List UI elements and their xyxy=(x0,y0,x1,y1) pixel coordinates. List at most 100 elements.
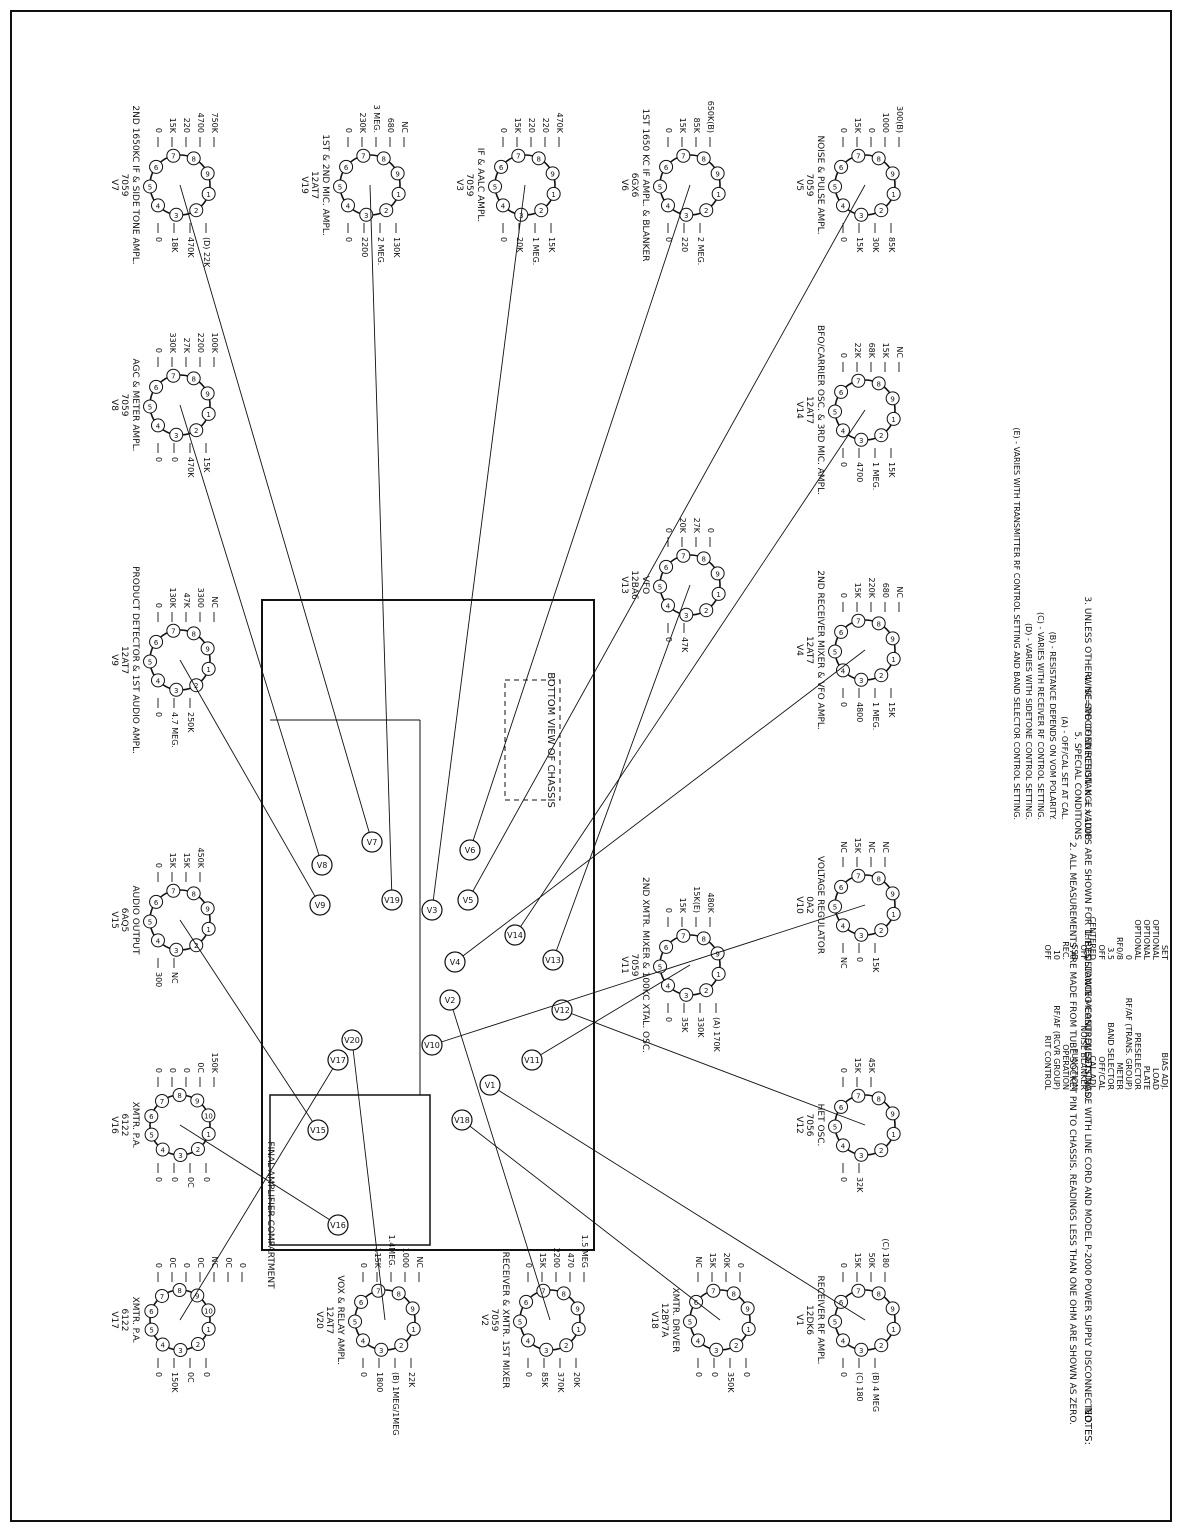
pin-number: 6 xyxy=(839,389,844,397)
leader-line xyxy=(179,1059,339,1321)
tube-ref: V19 xyxy=(299,176,309,194)
chassis-socket-v18 xyxy=(451,1109,473,1131)
pin-resistance-value: 32K xyxy=(855,1177,864,1193)
pin-circle xyxy=(169,942,184,957)
tube-ref: V3 xyxy=(454,179,464,191)
pin-number: 8 xyxy=(191,375,195,383)
pin-circle xyxy=(144,1109,159,1124)
pin-resistance-value: 0 xyxy=(499,237,508,242)
pin-resistance-value: 2200 xyxy=(552,1248,561,1268)
pin-circle xyxy=(201,406,216,421)
pin-number: 7 xyxy=(681,933,685,941)
pin-resistance-value: NC xyxy=(415,1256,424,1268)
pin-resistance-value: 0 xyxy=(344,237,353,242)
pin-number: 9 xyxy=(195,1097,199,1105)
pin-circle xyxy=(166,148,181,163)
pin-circle xyxy=(706,1283,721,1298)
pin-number: 5 xyxy=(149,1132,153,1140)
pin-number: 1 xyxy=(576,1326,580,1334)
tube-type: 12BA6 xyxy=(629,570,639,600)
pin-number: 9 xyxy=(550,170,554,178)
pin-number: 6 xyxy=(839,884,844,892)
pin-number: 6 xyxy=(694,1299,699,1307)
pin-circle xyxy=(886,186,901,201)
pin-circle xyxy=(354,1294,369,1309)
pin-circle xyxy=(874,923,889,938)
pin-circle xyxy=(828,1119,843,1134)
tube-type: 12AT7 xyxy=(119,646,129,674)
setting-control: RF/AF (RCVR GROUP) xyxy=(1052,1005,1061,1090)
pin-number: 6 xyxy=(344,164,349,172)
pin-circle xyxy=(740,1301,755,1316)
pin-number: 5 xyxy=(833,183,837,191)
tube-ref: V7 xyxy=(109,179,119,191)
pin-circle xyxy=(172,1283,187,1298)
pin-number: 9 xyxy=(890,1305,894,1313)
pin-circle xyxy=(190,1093,205,1108)
pin-circle xyxy=(150,933,165,948)
pin-resistance-value: 20K xyxy=(678,518,687,534)
pin-circle xyxy=(150,673,165,688)
pin-number: 9 xyxy=(410,1305,414,1313)
pin-resistance-value: 0 xyxy=(359,1263,368,1268)
pin-circle xyxy=(376,151,391,166)
pin-circle xyxy=(886,1126,901,1141)
pin-resistance-value: 0 xyxy=(499,128,508,133)
pin-number: 4 xyxy=(666,602,671,610)
pin-number: 9 xyxy=(890,395,894,403)
setting-control: CAL ADJ. xyxy=(1088,1055,1097,1090)
pin-resistance-value: 45K xyxy=(867,1058,876,1074)
tube-ref: V1 xyxy=(794,1314,804,1326)
pin-circle xyxy=(374,1342,389,1357)
pin-number: 6 xyxy=(664,944,669,952)
pin-number: 6 xyxy=(154,164,159,172)
tube-type: 0A2 xyxy=(804,896,814,914)
pin-resistance-value: 0 xyxy=(839,702,848,707)
pin-circle xyxy=(340,198,355,213)
pin-number: 8 xyxy=(876,1290,880,1298)
tube-ref: V10 xyxy=(794,896,804,914)
pin-resistance-value: 15K xyxy=(853,583,862,599)
pin-number: 4 xyxy=(841,427,846,435)
tube-ref: V9 xyxy=(109,654,119,666)
pin-circle xyxy=(854,927,869,942)
pin-resistance-value: 650K(B) xyxy=(706,101,715,133)
pin-number: 9 xyxy=(195,1292,199,1300)
pin-resistance-value: 0 xyxy=(839,353,848,358)
pin-resistance-value: 0 xyxy=(154,603,163,608)
pin-circle xyxy=(711,586,726,601)
setting-value: SSB xyxy=(1070,944,1079,960)
pin-number: 8 xyxy=(191,155,195,163)
pin-resistance-value: 1 MEG. xyxy=(871,462,880,490)
pin-resistance-value: 0 xyxy=(359,1372,368,1377)
pin-number: 6 xyxy=(149,1113,154,1121)
pin-resistance-value: (B) 1MEG/1MEG xyxy=(391,1372,400,1435)
pin-resistance-value: 0 xyxy=(839,1177,848,1182)
tube-ref: V14 xyxy=(794,401,804,419)
pin-resistance-value: 1800 xyxy=(375,1372,384,1392)
pin-number: 4 xyxy=(841,667,846,675)
pin-resistance-value: 330K xyxy=(168,332,177,353)
pin-number: 7 xyxy=(361,153,365,161)
chassis-socket-label: V7 xyxy=(367,838,378,847)
tube-ref: V2 xyxy=(479,1314,489,1326)
pin-circle xyxy=(143,914,158,929)
pin-number: 4 xyxy=(666,982,671,990)
pin-circle xyxy=(676,148,691,163)
pin-number: 9 xyxy=(745,1305,749,1313)
pin-circle xyxy=(173,1342,188,1357)
pin-number: 4 xyxy=(501,202,506,210)
pin-number: 4 xyxy=(361,1337,366,1345)
pin-number: 4 xyxy=(841,1142,846,1150)
pin-circle xyxy=(144,1127,159,1142)
pin-resistance-value: 18K xyxy=(170,237,179,253)
pin-number: 1 xyxy=(396,191,400,199)
setting-control: FUNCTION xyxy=(1070,1048,1079,1090)
pin-number: 7 xyxy=(160,1098,164,1106)
pin-number: 3 xyxy=(174,947,178,955)
pin-resistance-value: 27K xyxy=(182,338,191,354)
